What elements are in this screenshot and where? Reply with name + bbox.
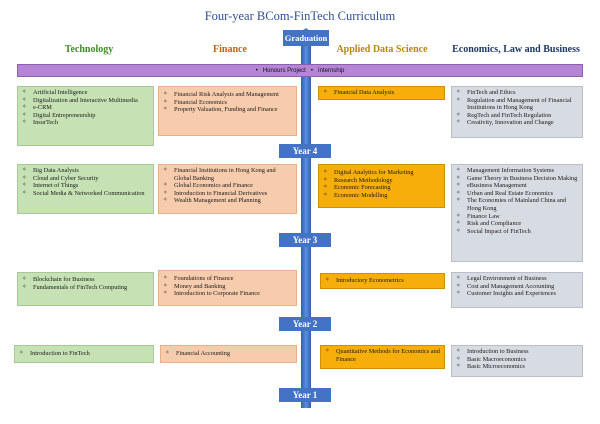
year1-ecl-box: Introduction to Business Basic Macroecon… — [451, 345, 583, 377]
course-item: Introductory Econometrics — [324, 277, 441, 285]
course-item: Financial Data Analysis — [322, 89, 441, 97]
course-item: Artificial Intelligence — [21, 89, 150, 97]
course-item: Financial Risk Analysis and Management — [162, 91, 293, 99]
year3-ecl-box: Management Information Systems Game Theo… — [451, 164, 583, 262]
course-item: Financial Accounting — [164, 350, 293, 358]
course-item: Economic Modelling — [322, 192, 441, 200]
bullet-icon: • — [310, 67, 313, 74]
year3-ads-box: Digital Analytics for Marketing Research… — [318, 164, 445, 208]
column-header-economics-law-business: Economics, Law and Business — [452, 44, 580, 55]
internship-label: Internship — [317, 67, 345, 74]
course-item: Digital Analytics for Marketing — [322, 169, 441, 177]
course-item: Property Valuation, Funding and Finance — [162, 106, 293, 114]
honours-bar: • Honours Project • Internship — [17, 64, 583, 77]
column-header-technology: Technology — [64, 44, 114, 55]
course-item: Customer Insights and Experiences — [455, 290, 579, 298]
year2-ads-box: Introductory Econometrics — [320, 273, 445, 289]
year3-technology-box: Big Data Analysis Cloud and Cyber Securi… — [17, 164, 154, 214]
course-item: Digitalization and Interactive Multimedi… — [21, 97, 150, 105]
course-item: FinTech and Ethics — [455, 89, 579, 97]
year2-ecl-box: Legal Environment of Business Cost and M… — [451, 272, 583, 308]
column-header-applied-data-science: Applied Data Science — [336, 44, 428, 55]
course-item: Cost and Management Accounting — [455, 283, 579, 291]
page-title: Four-year BCom-FinTech Curriculum — [204, 9, 396, 23]
year1-label: Year 1 — [279, 388, 331, 402]
year1-ads-box: Quantitative Methods for Economics and F… — [320, 345, 445, 369]
year2-technology-box: Blockchain for Business Fundamentals of … — [17, 272, 154, 306]
year4-ads-box: Financial Data Analysis — [318, 86, 445, 100]
course-item: Game Theory in Business Decision Making — [455, 175, 579, 183]
course-item: Digital Entrepreneurship — [21, 112, 150, 120]
year3-finance-box: Financial Institutions in Hong Kong and … — [158, 164, 297, 214]
course-item: Quantitative Methods for Economics and F… — [324, 348, 441, 363]
year2-label: Year 2 — [279, 317, 331, 331]
bullet-icon: • — [255, 67, 258, 74]
course-item: Urban and Real Estate Economics — [455, 190, 579, 198]
course-item: Blockchain for Business — [21, 276, 150, 284]
course-item: Big Data Analysis — [21, 167, 150, 175]
course-item: Introduction to Business — [455, 348, 579, 356]
year1-finance-box: Financial Accounting — [160, 345, 297, 363]
honours-project-label: Honours Project — [262, 67, 306, 74]
course-item: Introduction to Financial Derivatives — [162, 190, 293, 198]
course-item: e-CRM — [21, 104, 150, 112]
course-item: Cloud and Cyber Security — [21, 175, 150, 183]
course-item: Basic Microeconomics — [455, 363, 579, 371]
course-item: Financial Institutions in Hong Kong and … — [162, 167, 293, 182]
arrow-shaft — [301, 46, 311, 408]
year4-finance-box: Financial Risk Analysis and Management F… — [158, 86, 297, 136]
course-item: Finance Law — [455, 213, 579, 221]
course-item: Money and Banking — [162, 283, 293, 291]
course-item: Introduction to FinTech — [18, 350, 150, 358]
year4-label: Year 4 — [279, 144, 331, 158]
course-item: InsurTech — [21, 119, 150, 127]
course-item: Wealth Management and Planning — [162, 197, 293, 205]
course-item: Legal Environment of Business — [455, 275, 579, 283]
course-item: Global Economics and Finance — [162, 182, 293, 190]
year4-ecl-box: FinTech and Ethics Regulation and Manage… — [451, 86, 583, 138]
course-item: Regulation and Management of Financial I… — [455, 97, 579, 112]
year4-technology-box: Artificial Intelligence Digitalization a… — [17, 86, 154, 146]
course-item: Social Media & Networked Communication — [21, 190, 150, 198]
course-item: eBusiness Management — [455, 182, 579, 190]
course-item: Internet of Things — [21, 182, 150, 190]
course-item: Creativity, Innovation and Change — [455, 119, 579, 127]
course-item: Risk and Compliance — [455, 220, 579, 228]
course-item: Research Methodology — [322, 177, 441, 185]
course-item: Basic Macroeconomics — [455, 356, 579, 364]
year3-label: Year 3 — [279, 233, 331, 247]
course-item: Introduction to Corporate Finance — [162, 290, 293, 298]
course-item: Financial Economics — [162, 99, 293, 107]
graduation-label: Graduation — [284, 33, 328, 43]
year1-technology-box: Introduction to FinTech — [14, 345, 154, 363]
course-item: Social Impact of FinTech — [455, 228, 579, 236]
column-header-finance: Finance — [213, 44, 247, 55]
course-item: Management Information Systems — [455, 167, 579, 175]
year2-finance-box: Foundations of Finance Money and Banking… — [158, 270, 297, 306]
course-item: RegTech and FinTech Regulation — [455, 112, 579, 120]
course-item: The Economies of Mainland China and Hong… — [455, 197, 579, 212]
course-item: Fundamentals of FinTech Computing — [21, 284, 150, 292]
course-item: Economic Forecasting — [322, 184, 441, 192]
course-item: Foundations of Finance — [162, 275, 293, 283]
